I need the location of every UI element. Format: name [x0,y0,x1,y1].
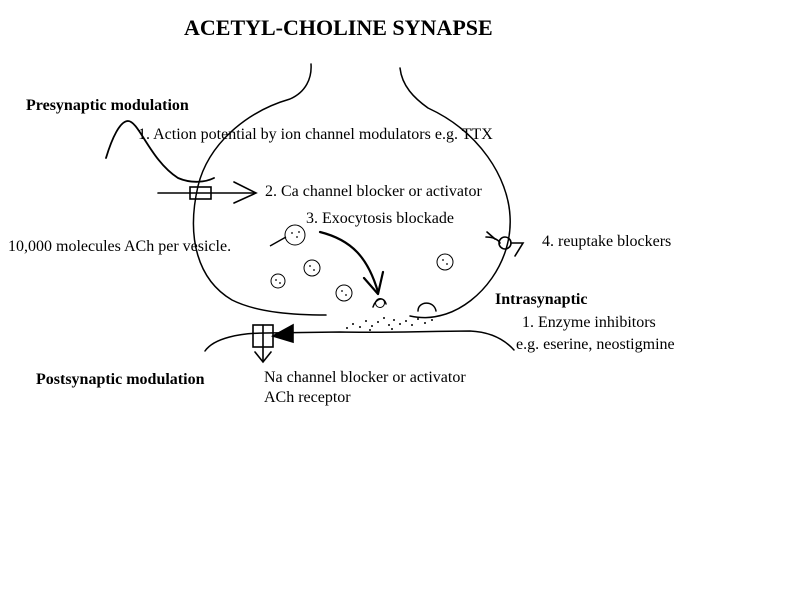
vesicle-fusion-right [417,302,437,312]
molecules-per-vesicle: 10,000 molecules ACh per vesicle. [8,238,232,255]
intrasynaptic-heading: Intrasynaptic [495,291,588,308]
ca-channel-arrow-icon [157,181,258,204]
presynaptic-heading: Presynaptic modulation [26,97,189,114]
vesicle [270,273,286,289]
postsynaptic-membrane [204,330,515,352]
postsynaptic-heading: Postsynaptic modulation [36,371,205,388]
vesicle-fusing [375,298,385,308]
curved-arrow-icon [318,230,385,296]
molecules-pointer [269,236,287,247]
action-potential-wave-icon [105,120,215,183]
vesicle-fusion-left [372,298,387,308]
vesicle [303,259,321,277]
vesicle [335,284,353,302]
ach-receptor-icon [252,323,294,364]
na-channel-label: Na channel blocker or activator [264,369,466,386]
item-ca-channel: 2. Ca channel blocker or activator [265,183,482,200]
item-action-potential: 1. Action potential by ion channel modul… [138,126,493,143]
released-ach [346,317,433,331]
vesicle [284,224,306,246]
ach-receptor-label: ACh receptor [264,389,351,406]
item-exocytosis: 3. Exocytosis blockade [306,210,454,227]
enzyme-inhibitors: 1. Enzyme inhibitors [522,314,656,331]
presynaptic-terminal-outline [192,63,327,316]
reuptake-blocker-icon [485,231,525,257]
item-reuptake: 4. reuptake blockers [542,233,672,250]
vesicle-contents [275,231,448,296]
presynaptic-terminal-outline-right [399,67,511,319]
vesicle [436,253,454,271]
enzyme-examples: e.g. eserine, neostigmine [516,336,675,353]
diagram-title: ACETYL-CHOLINE SYNAPSE [184,15,493,40]
